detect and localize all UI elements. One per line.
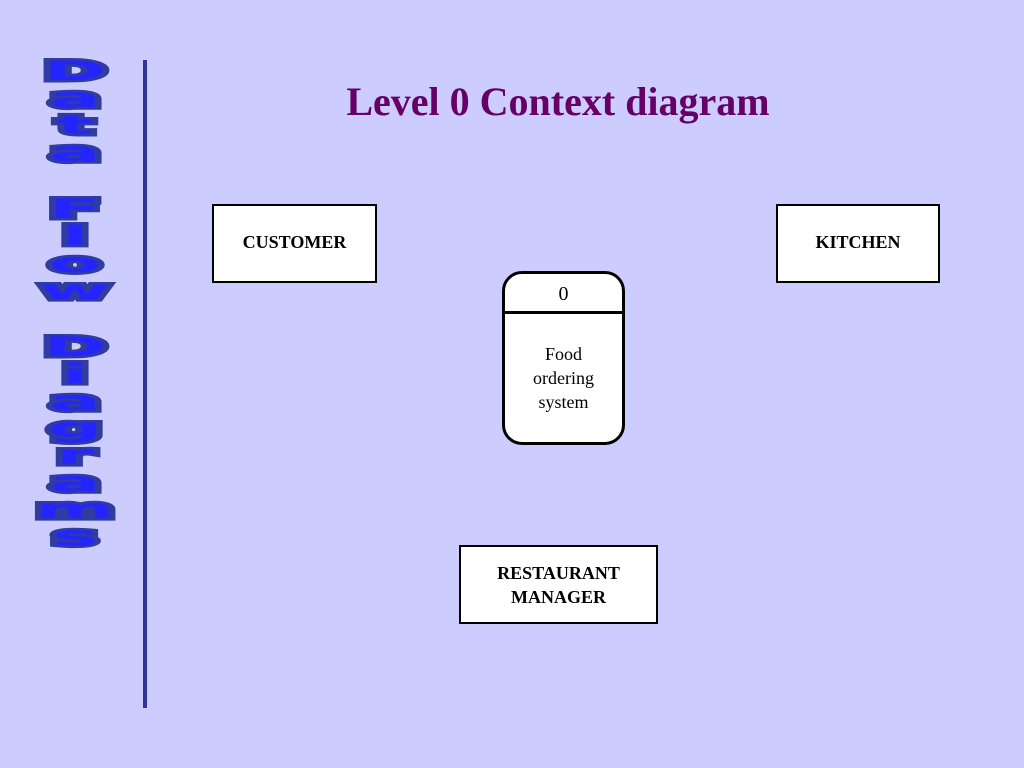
process-name: Food ordering system [505,314,622,414]
vertical-title-letter: i [55,359,95,391]
vertical-title-letter: s [45,521,104,553]
vertical-title-letter: D [37,332,114,364]
entity-restaurant-manager: RESTAURANT MANAGER [459,545,658,624]
entity-kitchen: KITCHEN [776,204,940,283]
process-id: 0 [505,274,622,314]
entity-manager-label-line: RESTAURANT [497,563,620,583]
vertical-title-letter: w [33,275,117,307]
vertical-title-letter: a [42,467,107,499]
process-name-line: system [538,392,589,412]
vertical-title-letter: g [41,413,109,445]
vertical-title-letter: D [37,56,114,88]
entity-kitchen-label: KITCHEN [815,232,901,252]
entity-customer: CUSTOMER [212,204,377,283]
entity-manager-label-line: MANAGER [511,587,606,607]
vertical-title-letter: r [49,440,100,472]
process-food-ordering-system: 0 Food ordering system [502,271,625,445]
vertical-title-letter: a [42,83,107,115]
vertical-title-letter: a [42,386,107,418]
vertical-title-letter: l [55,221,95,253]
process-name-line: Food [544,344,582,364]
vertical-title-letter: m [29,494,122,526]
vertical-divider-line [143,60,147,708]
page-title: Level 0 Context diagram [346,79,770,124]
vertical-title-letter: o [42,248,108,280]
process-name-line: ordering [533,368,594,388]
entity-customer-label: CUSTOMER [242,232,347,252]
vertical-title-letter: F [42,194,108,226]
vertical-title-letter: t [50,110,100,142]
vertical-title-letter: a [42,137,107,169]
